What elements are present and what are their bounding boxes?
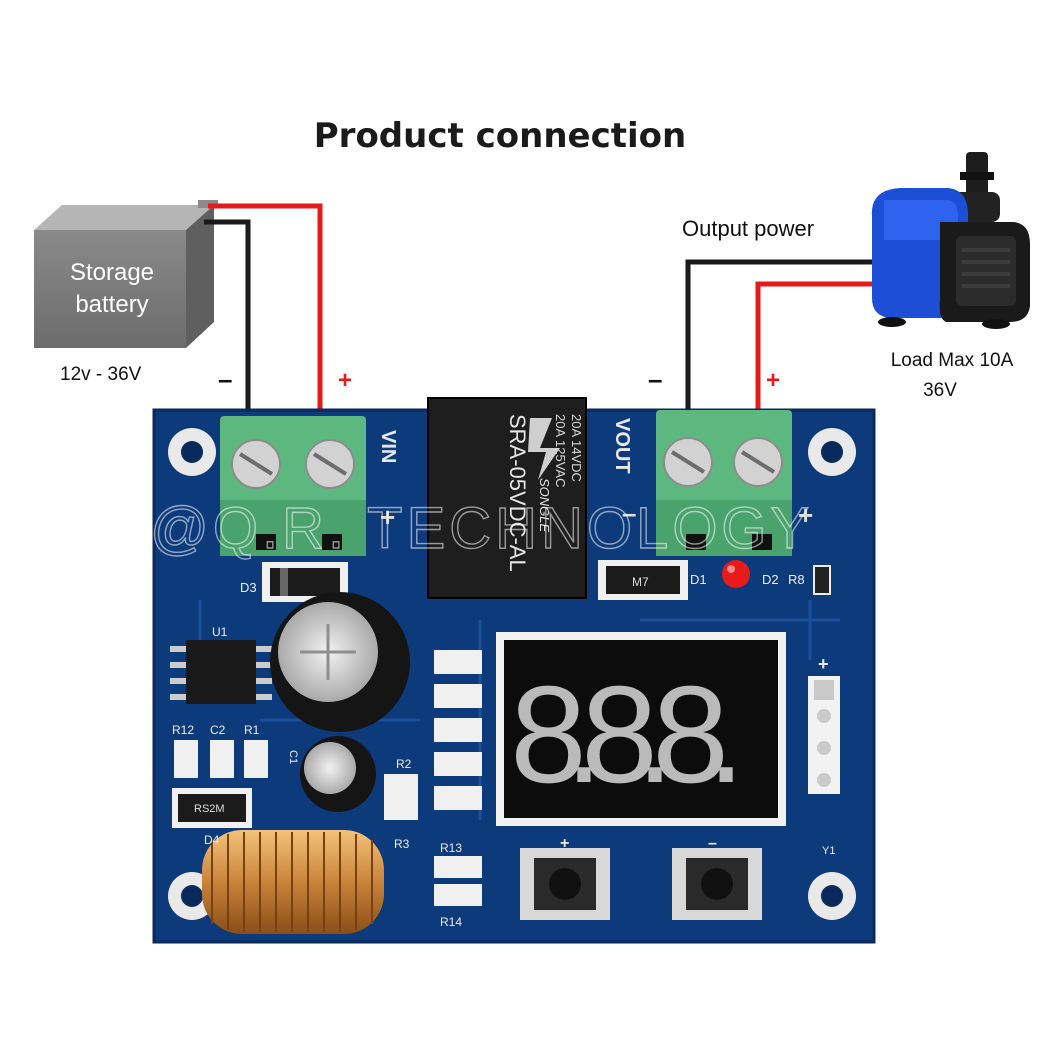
- relay-rating-2: 20A 125VAC: [553, 414, 568, 487]
- label-rs2m: RS2M: [194, 803, 225, 815]
- relay-brand: SONGLE: [537, 478, 552, 533]
- chip-u1: [170, 640, 272, 704]
- songle-logo-icon: [528, 418, 560, 480]
- electrolytic-capacitor-small: [300, 736, 376, 812]
- vout-minus-label: –: [622, 498, 636, 528]
- seven-segment-display[interactable]: [496, 632, 786, 826]
- label-r2: R2: [396, 757, 412, 771]
- load-label-line2: 36V: [923, 380, 957, 401]
- relay-model: SRA-05VDC-AL: [505, 414, 530, 572]
- inductor-coil: [202, 830, 384, 934]
- minus-button[interactable]: [672, 848, 762, 920]
- input-terminal-block: [220, 416, 366, 556]
- input-negative-wire: [204, 219, 251, 418]
- label-m7: M7: [632, 575, 649, 589]
- label-u1: U1: [212, 625, 228, 639]
- header-plus-label: +: [818, 654, 829, 674]
- pcb-board: [152, 397, 876, 944]
- output-terminal-block: [656, 410, 792, 556]
- label-d1: D1: [690, 572, 707, 587]
- battery-voltage: 12v - 36V: [60, 364, 142, 385]
- label-c1: C1: [287, 750, 299, 764]
- label-d2: D2: [762, 572, 779, 587]
- output-positive-wire: [755, 281, 872, 418]
- display-digits: 8.8.8.: [510, 658, 733, 812]
- button-minus-label: –: [708, 835, 717, 852]
- vin-label: VIN: [377, 430, 399, 463]
- label-r13: R13: [440, 841, 462, 855]
- input-positive-wire: [208, 203, 323, 418]
- electrolytic-capacitor-large: [270, 592, 410, 732]
- header-pins: [808, 676, 840, 794]
- label-r8: R8: [788, 572, 805, 587]
- label-r3: R3: [394, 837, 410, 851]
- button-plus-label: +: [560, 835, 569, 852]
- page-title: Product connection: [313, 116, 687, 156]
- output-plus-label: +: [766, 367, 780, 394]
- relay-rating-1: 20A 14VDC: [569, 414, 584, 482]
- storage-battery: [34, 200, 218, 348]
- input-plus-label: +: [338, 367, 352, 394]
- label-y1: Y1: [822, 845, 835, 857]
- pump-load-icon: [871, 152, 1030, 329]
- relay: [427, 397, 587, 599]
- plus-button[interactable]: [520, 848, 610, 920]
- battery-label-line1: Storage: [70, 259, 154, 286]
- battery-label-line2: battery: [75, 291, 148, 318]
- label-c2: C2: [210, 723, 226, 737]
- watermark-text: @Q.R. TECHNOLOGY: [150, 496, 813, 561]
- led-indicator-icon: [722, 560, 750, 588]
- label-d3: D3: [240, 580, 257, 595]
- output-minus-label: –: [648, 364, 662, 394]
- resistor-r8: [813, 565, 831, 595]
- input-minus-label: –: [218, 364, 232, 394]
- label-d4: D4: [204, 833, 220, 847]
- vout-label: VOUT: [611, 418, 633, 474]
- output-power-label: Output power: [682, 216, 814, 241]
- load-label-line1: Load Max 10A: [891, 350, 1014, 371]
- output-negative-wire: [685, 259, 872, 418]
- label-r1: R1: [244, 723, 260, 737]
- vout-plus-label: +: [798, 500, 813, 530]
- label-r12: R12: [172, 723, 194, 737]
- label-r14: R14: [440, 915, 462, 929]
- vin-plus-label: +: [380, 502, 395, 532]
